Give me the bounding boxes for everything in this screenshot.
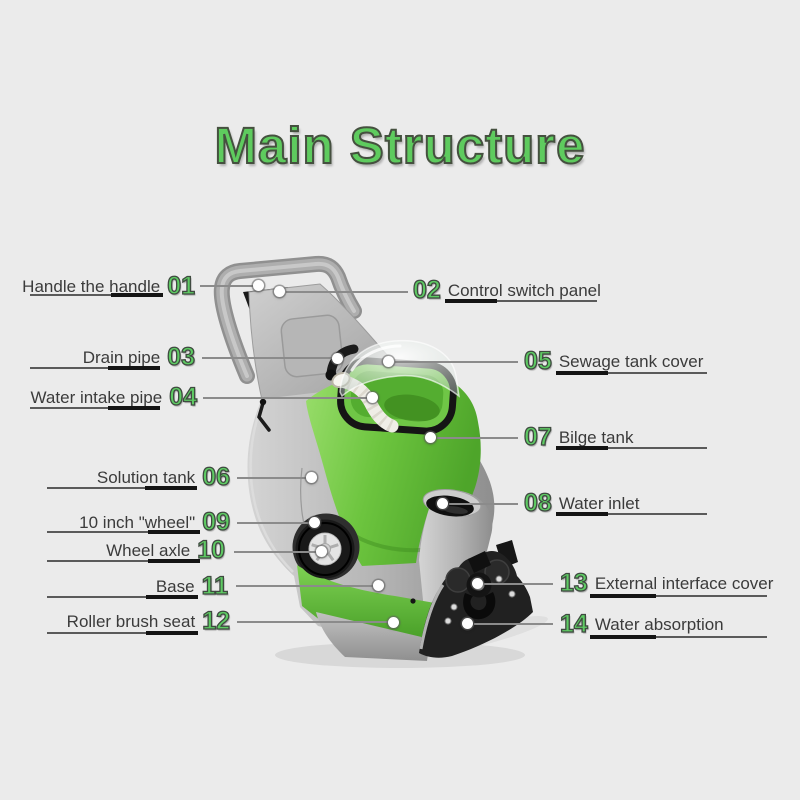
leader-line-10 xyxy=(234,551,322,553)
label-underline xyxy=(556,371,707,375)
label-underline xyxy=(556,446,707,450)
part-number-08: 08 xyxy=(523,488,552,517)
part-label-09: 10 inch "wheel" xyxy=(79,512,196,532)
callout-dot-13 xyxy=(472,578,483,589)
label-underline xyxy=(47,595,198,599)
callout-dot-08 xyxy=(437,498,448,509)
interface-latch xyxy=(468,551,491,573)
callout-dot-02 xyxy=(274,286,285,297)
part-label-06: Solution tank xyxy=(96,467,196,487)
part-number-04: 04 xyxy=(169,382,198,411)
callout-dot-06 xyxy=(306,472,317,483)
part-label-11: Base xyxy=(155,576,195,596)
label-underline xyxy=(47,559,200,563)
part-number-05: 05 xyxy=(523,346,552,375)
part-label-04: Water intake pipe xyxy=(30,387,163,407)
part-number-14: 14 xyxy=(559,609,588,638)
part-label-05: Sewage tank cover xyxy=(558,351,704,371)
part-number-02: 02 xyxy=(412,275,441,304)
leader-line-04 xyxy=(203,397,373,399)
leader-line-02 xyxy=(286,291,408,293)
leader-line-12 xyxy=(237,621,394,623)
leader-line-11 xyxy=(236,585,379,587)
callout-dot-12 xyxy=(388,617,399,628)
label-underline xyxy=(30,293,163,297)
part-label-08: Water inlet xyxy=(558,493,640,513)
part-number-12: 12 xyxy=(202,606,231,635)
part-label-03: Drain pipe xyxy=(82,347,161,367)
side-lever xyxy=(257,398,271,432)
machine-handle xyxy=(213,255,362,384)
part-label-07: Bilge tank xyxy=(558,427,634,447)
part-number-03: 03 xyxy=(167,342,196,371)
label-underline xyxy=(30,366,160,370)
part-label-02: Control switch panel xyxy=(447,280,601,300)
label-underline xyxy=(556,512,707,516)
callout-dot-09 xyxy=(309,517,320,528)
part-label-12: Roller brush seat xyxy=(66,611,196,631)
label-underline xyxy=(590,635,767,639)
label-underline xyxy=(445,299,597,303)
label-underline xyxy=(590,594,767,598)
leader-line-09 xyxy=(237,522,315,524)
part-number-07: 07 xyxy=(523,422,552,451)
label-underline xyxy=(47,530,200,534)
callout-dot-01 xyxy=(253,280,264,291)
sewage-tank-cover-dome xyxy=(339,339,461,398)
callout-dot-11 xyxy=(373,580,384,591)
label-underline xyxy=(30,406,160,410)
label-underline xyxy=(47,631,198,635)
callout-dot-07 xyxy=(425,432,436,443)
roller-brush-seat xyxy=(316,612,430,661)
leader-line-14 xyxy=(474,623,553,625)
leader-line-06 xyxy=(237,477,312,479)
part-label-13: External interface cover xyxy=(594,573,774,593)
part-number-06: 06 xyxy=(202,462,231,491)
callout-dot-03 xyxy=(332,353,343,364)
part-label-14: Water absorption xyxy=(594,614,724,634)
part-number-01: 01 xyxy=(167,271,196,300)
part-label-10: Wheel axle xyxy=(106,540,191,560)
page-title: Main Structure xyxy=(213,116,586,175)
part-number-09: 09 xyxy=(202,507,231,536)
leader-line-07 xyxy=(437,437,518,439)
part-label-01: Handle the handle xyxy=(22,276,161,296)
label-underline xyxy=(47,486,197,490)
part-number-11: 11 xyxy=(201,571,229,600)
part-number-13: 13 xyxy=(559,568,588,597)
callout-dot-10 xyxy=(316,546,327,557)
leader-line-01 xyxy=(200,285,259,287)
leader-line-03 xyxy=(202,357,338,359)
callout-dot-05 xyxy=(383,356,394,367)
callout-dot-04 xyxy=(367,392,378,403)
leader-line-08 xyxy=(449,503,518,505)
leader-line-13 xyxy=(484,583,553,585)
callout-dot-14 xyxy=(462,618,473,629)
leader-line-05 xyxy=(395,361,518,363)
part-number-10: 10 xyxy=(197,535,226,564)
